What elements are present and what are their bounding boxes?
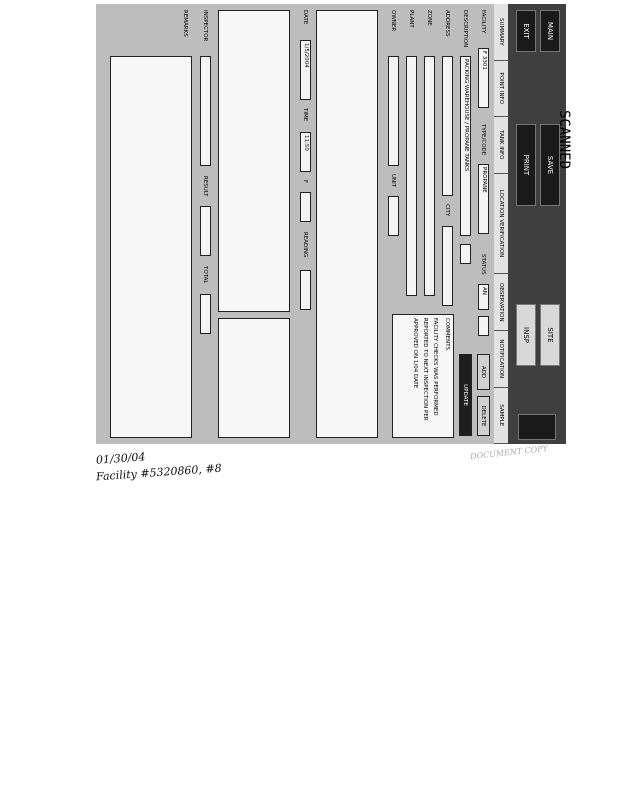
reading-field[interactable] [300, 270, 311, 310]
total-field[interactable] [200, 294, 211, 334]
facility-field[interactable]: F 3301 [478, 48, 489, 108]
date-label: DATE [302, 10, 308, 25]
plant-label: PLANT [408, 10, 414, 28]
exit-button[interactable]: EXIT [516, 10, 536, 52]
comments-label: COMMENTS [444, 318, 450, 351]
update-button[interactable]: UPDATE [459, 354, 472, 436]
application-window: MAIN EXIT SAVE PRINT SITE INSP SUMMARY P… [96, 4, 566, 444]
comments-line-3: APPROVED ON 1/04 DATE [412, 318, 418, 389]
fw-label: F [302, 180, 308, 184]
description-code-field[interactable] [460, 244, 471, 264]
faint-annotation: DOCUMENT COPY [469, 443, 549, 462]
type-field[interactable]: PROPANE [478, 164, 489, 234]
remarks-label: REMARKS [182, 10, 188, 37]
zone-label: ZONE [426, 10, 432, 26]
reading-label: READING [302, 232, 308, 258]
owner-label: OWNER [390, 10, 396, 32]
type-label: TYPE/CODE [480, 124, 486, 156]
tab-sample[interactable]: SAMPLE [494, 387, 508, 444]
time-label: TIME [302, 108, 308, 122]
remarks-area[interactable] [110, 56, 192, 438]
scanned-screenshot: MAIN EXIT SAVE PRINT SITE INSP SUMMARY P… [96, 4, 566, 444]
city-label: CITY [444, 204, 450, 217]
total-label: TOTAL [202, 266, 208, 284]
address-field[interactable] [442, 56, 453, 196]
details-area[interactable] [316, 10, 378, 438]
add-button[interactable]: ADD [477, 354, 490, 390]
site-header-field: SITE [540, 304, 560, 366]
description-label: DESCRIPTION [462, 10, 468, 48]
plant-field[interactable] [406, 56, 417, 296]
delete-button[interactable]: DELETE [477, 396, 490, 436]
unit-field[interactable] [388, 196, 399, 236]
photo-area [218, 318, 290, 438]
inspector-field[interactable] [200, 56, 211, 166]
window-corner-control[interactable] [518, 414, 556, 440]
tab-observation[interactable]: OBSERVATION [494, 274, 508, 331]
print-button[interactable]: PRINT [516, 124, 536, 206]
status-field[interactable]: AN [478, 284, 489, 310]
observation-area[interactable] [218, 10, 290, 312]
fw-field[interactable] [300, 192, 311, 222]
main-button[interactable]: MAIN [540, 10, 560, 52]
tab-point-info[interactable]: POINT INFO [494, 60, 508, 118]
title-bar: MAIN EXIT SAVE PRINT SITE INSP [508, 4, 566, 444]
tab-location-verification[interactable]: LOCATION VERIFICATION [494, 173, 508, 275]
scanned-stamp: SCANNED [556, 110, 572, 170]
status-label: STATUS [480, 254, 486, 275]
tab-bar: SUMMARY POINT INFO TANK INFO LOCATION VE… [493, 4, 508, 444]
tab-summary[interactable]: SUMMARY [494, 4, 508, 61]
zone-field[interactable] [424, 56, 435, 296]
address-label: ADDRESS [444, 10, 450, 37]
city-field[interactable] [442, 226, 453, 306]
inspector-label: INSPECTOR [202, 10, 208, 42]
description-field[interactable]: PACKING WAREHOUSE / PROPANE TANKS [460, 56, 471, 236]
tab-notification[interactable]: NOTIFICATION [494, 330, 508, 388]
owner-field[interactable] [388, 56, 399, 166]
facility-label: FACILITY [480, 10, 486, 34]
tab-tank-info[interactable]: TANK INFO [494, 117, 508, 174]
result-label: RESULT [202, 176, 208, 197]
unit-label: UNIT [390, 174, 396, 188]
inspector-header-field: INSP [516, 304, 536, 366]
time-field[interactable]: 11:50 [300, 132, 311, 172]
date-field[interactable]: 1/5/2004 [300, 40, 311, 100]
comments-line-2: REPORTED TO NEXT INSPECTION PER [422, 318, 428, 421]
form-panel: FACILITY F 3301 TYPE/CODE PROPANE STATUS… [96, 4, 494, 444]
handwritten-date: 01/30/04 [95, 450, 146, 467]
status-code-field[interactable] [478, 316, 489, 336]
comments-line-1: FACILITY CHECKS WAS PERFORMED [432, 318, 438, 416]
result-field[interactable] [200, 206, 211, 256]
